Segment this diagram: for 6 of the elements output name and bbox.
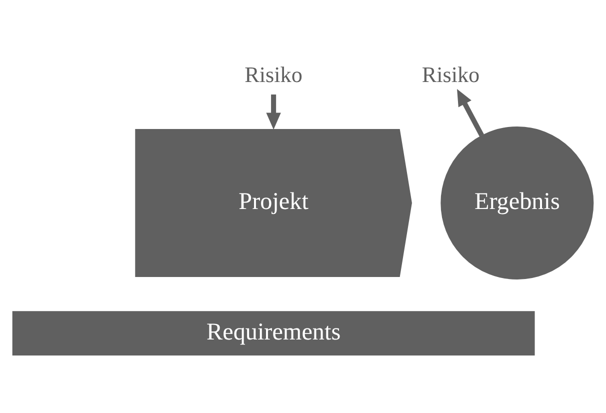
node-text: Risiko bbox=[422, 62, 480, 87]
node-text: Risiko bbox=[244, 62, 302, 87]
node-box: Requirements bbox=[12, 311, 535, 356]
node-circle: Ergebnis bbox=[440, 126, 594, 280]
arrow bbox=[457, 88, 484, 137]
arrow bbox=[266, 94, 281, 130]
